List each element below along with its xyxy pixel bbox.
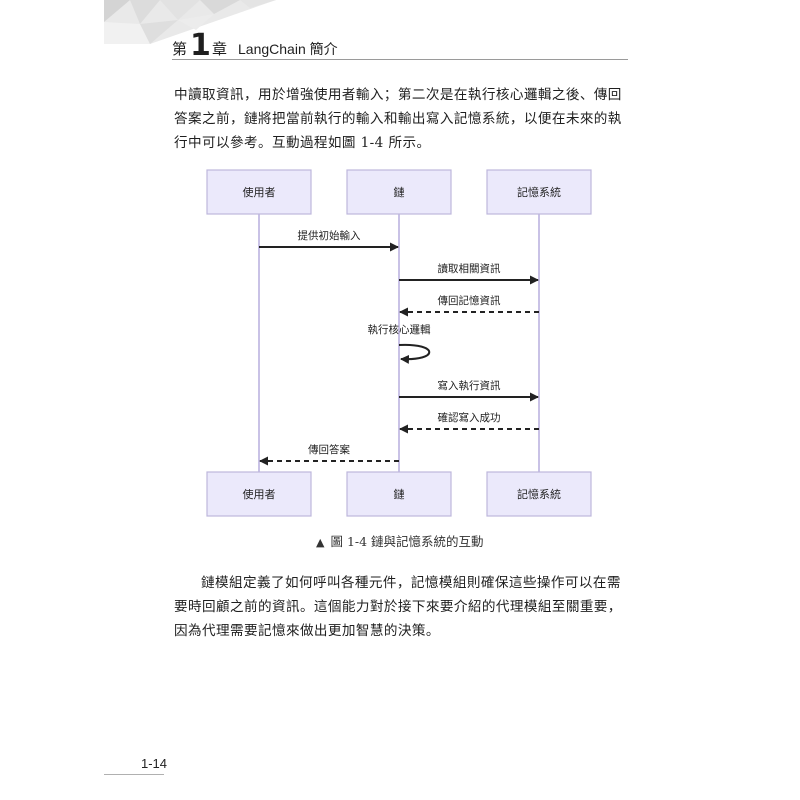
message-label: 執行核心邏輯 [368,323,431,336]
message-label: 傳回記憶資訊 [438,294,501,307]
message-5: 確認寫入成功 [399,411,539,434]
chapter-suffix: 章 [212,40,228,58]
caption-text: 圖 1-4 鏈與記憶系統的互動 [330,534,484,549]
footer-rule [104,774,164,775]
chapter-title: LangChain 簡介 [238,41,338,57]
chapter-number: 1 [190,28,211,63]
message-label: 寫入執行資訊 [438,379,501,392]
actor-label: 使用者 [243,488,276,501]
caption-marker: ▲ [316,536,325,549]
paragraph-intro: 中讀取資訊，用於增強使用者輸入；第二次是在執行核心邏輯之後、傳回答案之前，鏈將把… [174,87,622,151]
message-0: 提供初始輸入 [259,229,399,252]
message-1: 讀取相關資訊 [399,262,539,285]
message-4: 寫入執行資訊 [399,379,539,402]
actor-bottom-0: 使用者 [206,471,312,517]
actor-bottom-2: 記憶系統 [486,471,592,517]
sequence-diagram: 使用者鏈記憶系統使用者鏈記憶系統提供初始輸入讀取相關資訊傳回記憶資訊執行核心邏輯… [206,169,592,517]
actor-top-1: 鏈 [346,169,452,215]
message-2: 傳回記憶資訊 [399,294,539,317]
header-rule [172,59,628,60]
header-decoration [104,0,276,44]
paragraph-body: 鏈模組定義了如何呼叫各種元件，記憶模組則確保這些操作可以在需要時回顧之前的資訊。… [174,575,622,639]
message-label: 讀取相關資訊 [438,262,501,275]
figure-caption: ▲ 圖 1-4 鏈與記憶系統的互動 [316,531,484,550]
message-label: 傳回答案 [308,443,350,456]
running-header: 第 1 章 LangChain 簡介 [172,28,628,63]
actor-top-2: 記憶系統 [486,169,592,215]
actor-top-0: 使用者 [206,169,312,215]
message-label: 確認寫入成功 [438,411,501,424]
page-number: 1-14 [141,756,168,771]
message-6: 傳回答案 [259,443,399,466]
chapter-prefix: 第 [172,40,188,58]
actor-label: 記憶系統 [517,185,561,199]
actor-label: 鏈 [394,185,405,199]
actor-label: 鏈 [394,487,405,501]
actor-label: 記憶系統 [517,487,561,501]
actor-bottom-1: 鏈 [346,471,452,517]
actor-label: 使用者 [243,186,276,199]
message-label: 提供初始輸入 [298,229,361,242]
message-3: 執行核心邏輯 [368,323,431,364]
